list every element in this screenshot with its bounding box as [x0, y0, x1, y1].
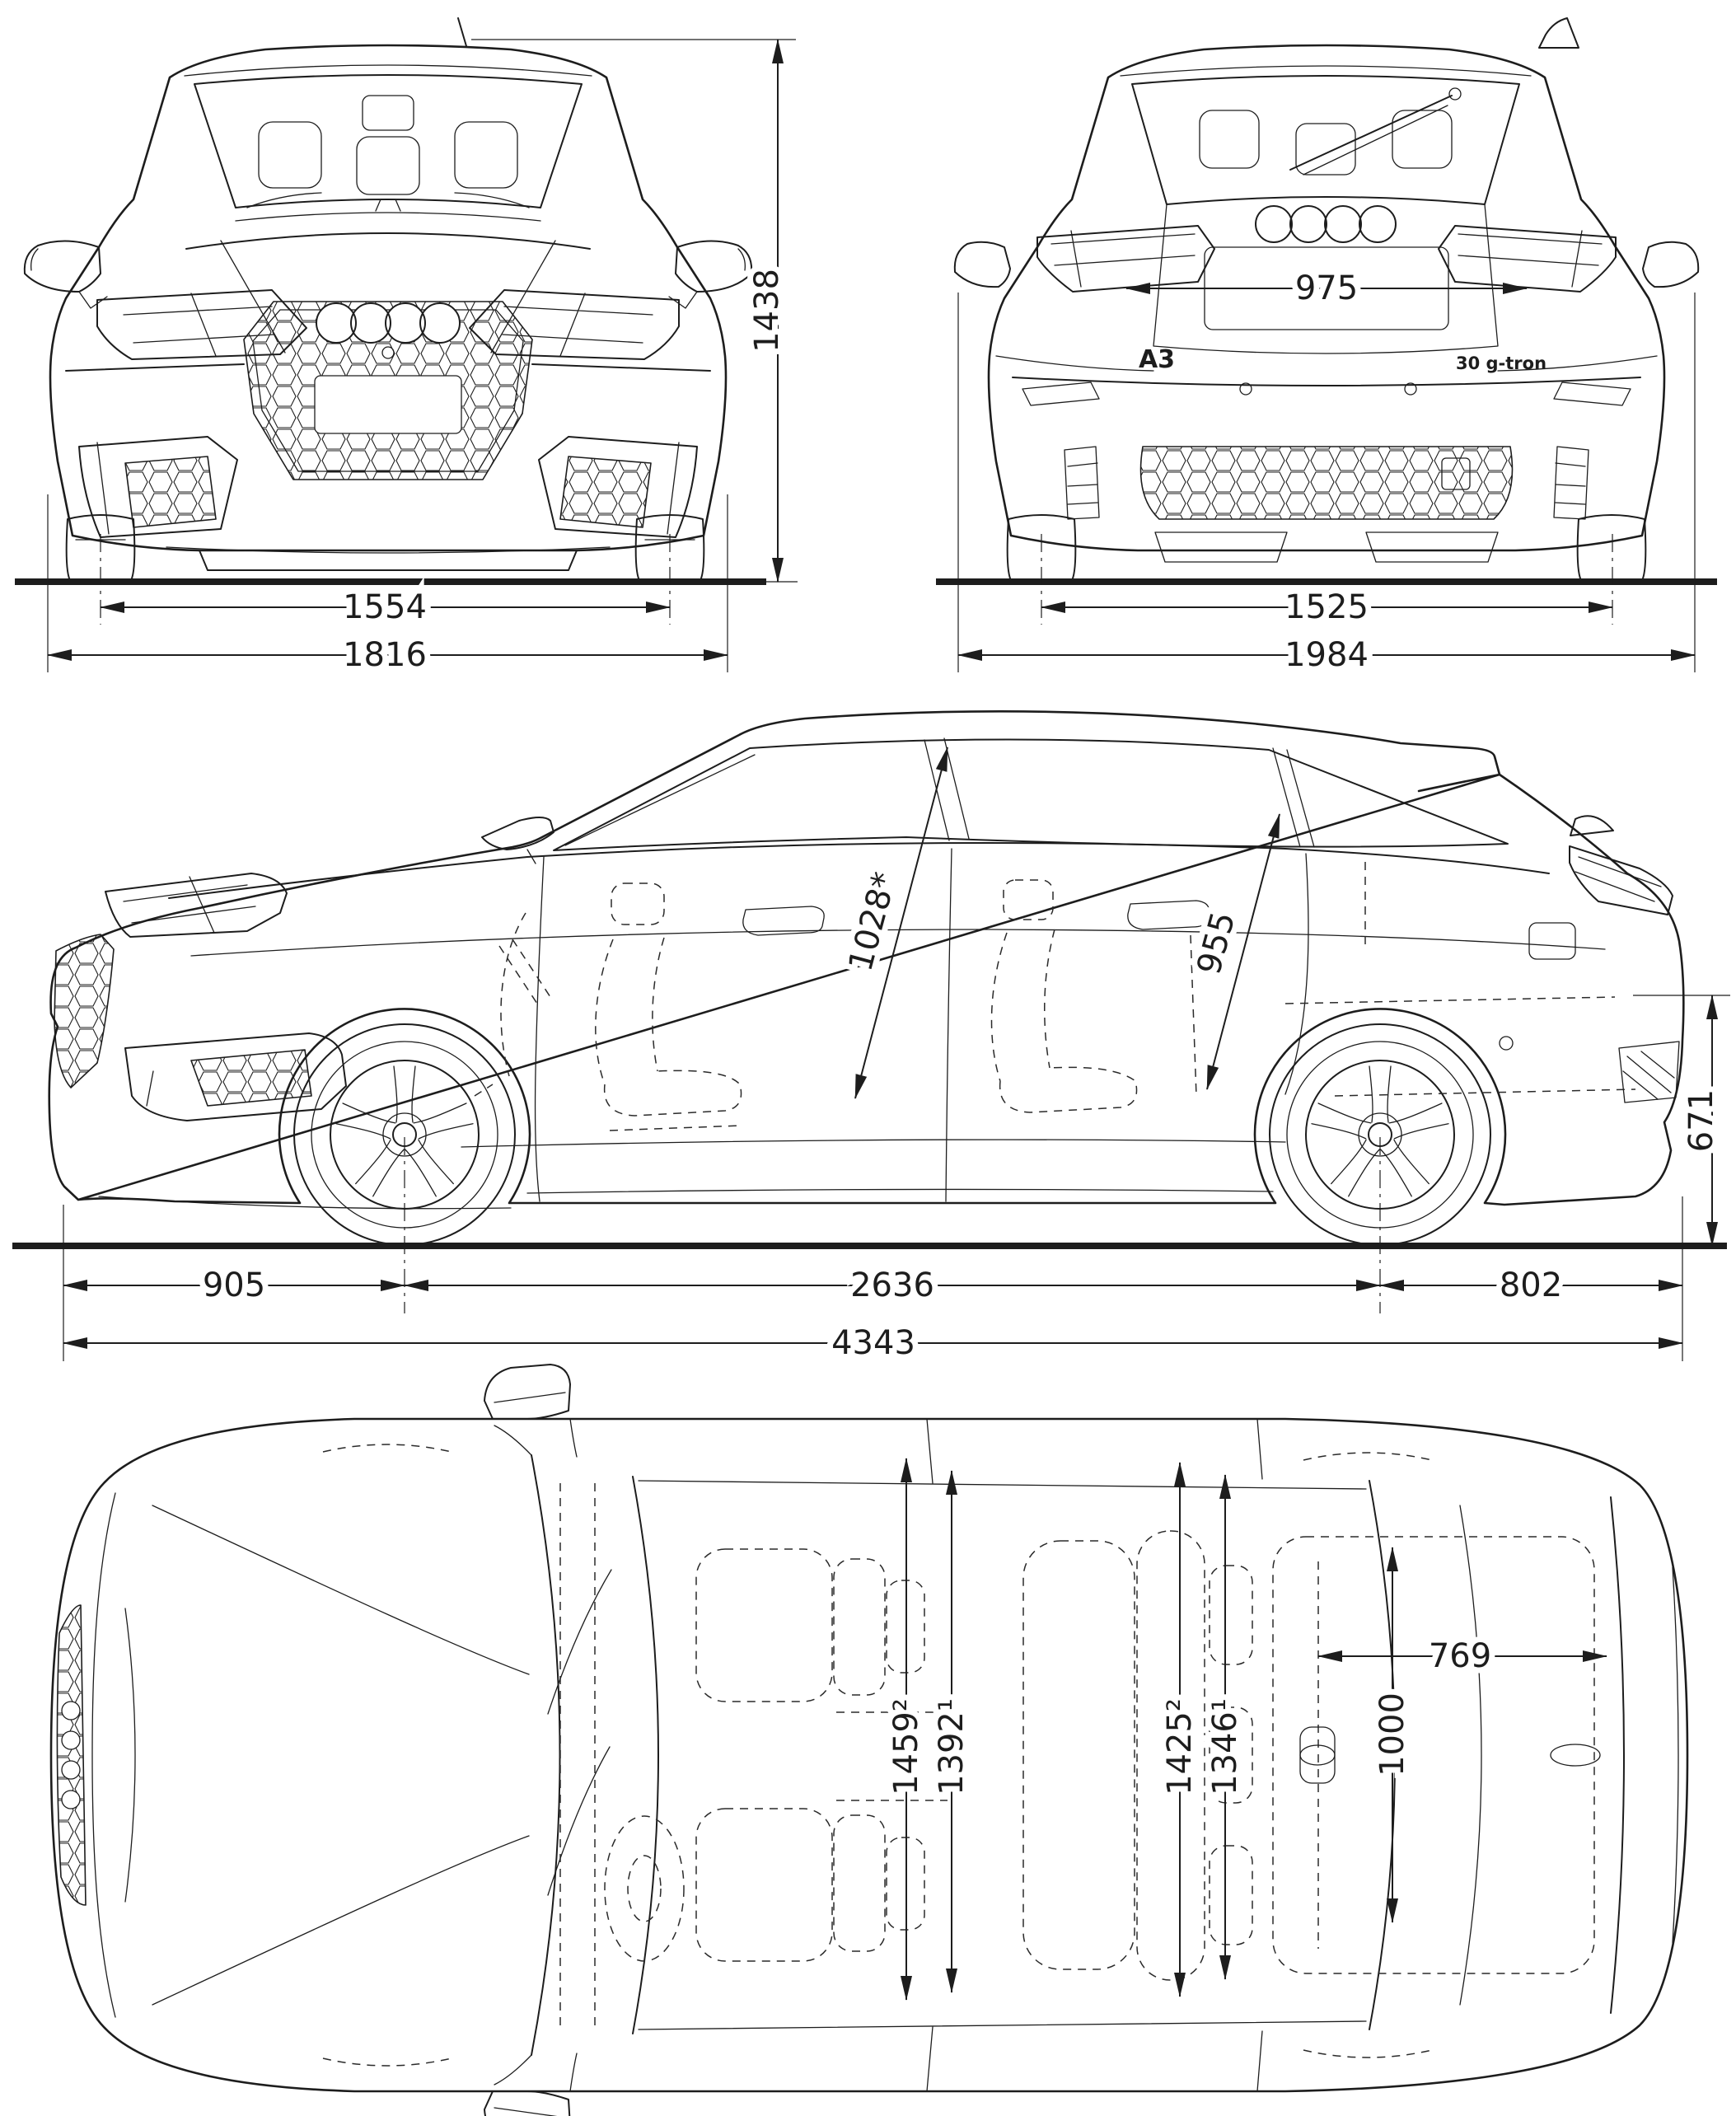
- rear-window: [1131, 75, 1520, 205]
- top-anchor-icon: [1299, 1726, 1336, 1784]
- front-grille: [243, 301, 533, 480]
- side-rear-bumper-vent: [1499, 1036, 1680, 1103]
- dim-front-width: 1816: [47, 494, 728, 680]
- audi-rings-icon: [316, 302, 461, 359]
- side-body-outline: [48, 710, 1685, 1206]
- dim-side-bottom: 905 2636 802 4343: [63, 1137, 1683, 1368]
- top-mirror-lower: [484, 2090, 571, 2116]
- audi-rings-icon: [61, 1701, 81, 1809]
- side-windows: [553, 737, 1509, 851]
- rear-mirror-left: [953, 241, 1011, 288]
- front-view: 1554 1816 1438: [15, 17, 798, 680]
- side-front-intake: [124, 1032, 347, 1121]
- dim-label-front-height: 1438: [748, 269, 786, 353]
- top-hood: [56, 1492, 530, 2018]
- dim-top-boot-width: 1000: [1368, 1547, 1417, 1923]
- top-view: 1459² 1392¹ 1425² 1346¹ 1000 769: [49, 1364, 1689, 2116]
- front-windshield: [194, 74, 583, 212]
- audi-rings-icon: [1255, 205, 1397, 243]
- dim-rear-overhang: 802: [1379, 1261, 1683, 1310]
- top-mirror-upper: [484, 1364, 571, 1420]
- dim-top-boot-length: 769: [1317, 1631, 1607, 1681]
- top-interior-dashed: [322, 1444, 1595, 2067]
- side-mirror: [481, 817, 554, 850]
- dim-label-rear-overhang: 802: [1500, 1266, 1562, 1304]
- front-cowl-line: [235, 212, 541, 222]
- dim-label-wheelbase: 2636: [850, 1266, 934, 1304]
- dim-top-front-width2: 1459²: [882, 1458, 931, 2001]
- dim-label-rear-headroom: 955: [1190, 908, 1242, 979]
- rear-bumper: [995, 355, 1658, 563]
- dim-label-front-overhang: 905: [203, 1266, 265, 1304]
- dim-label-rear-width: 1984: [1284, 636, 1369, 674]
- side-beltline: [168, 841, 1550, 899]
- dim-label-rear-track: 1525: [1284, 588, 1369, 626]
- rear-spoiler-edge: [1120, 65, 1532, 77]
- dim-label-boot-length: 769: [1429, 1637, 1491, 1675]
- side-taillight: [1569, 845, 1673, 915]
- dim-front-headroom: 1028*: [835, 747, 948, 1099]
- dim-wheelbase: 2636: [404, 1261, 1381, 1310]
- side-antenna-fin: [1570, 815, 1614, 836]
- dim-label-front-width1: 1392¹: [933, 1698, 971, 1795]
- dim-overall-length: 4343: [63, 1318, 1683, 1368]
- dim-front-height: 1438: [471, 39, 796, 583]
- dim-label-front-width2: 1459²: [887, 1698, 925, 1795]
- rear-taillight-left: [1036, 225, 1215, 293]
- front-bumper: [65, 363, 711, 571]
- side-fuel-flap: [1528, 922, 1576, 960]
- rear-view-wheels: [1006, 514, 1647, 583]
- side-grille: [54, 934, 115, 1088]
- side-view: 1028* 955 671 905 2636: [12, 710, 1730, 1368]
- dim-front-overhang: 905: [63, 1261, 405, 1310]
- dim-label-overall-length: 4343: [831, 1324, 915, 1362]
- rear-mirror-right: [1642, 241, 1700, 288]
- dim-top-rear-width2: 1425²: [1155, 1462, 1205, 1997]
- dim-rear-plate-width: 975: [1125, 264, 1528, 313]
- side-headlight: [105, 873, 288, 938]
- front-mirror-left: [23, 240, 108, 309]
- dim-rear-track: 1525: [1041, 534, 1613, 632]
- badge-model: A3: [1139, 345, 1175, 374]
- rear-taillight-right: [1438, 225, 1617, 293]
- dim-label-rear-sill-height: 671: [1682, 1089, 1720, 1152]
- dim-label-front-track: 1554: [343, 588, 427, 626]
- rear-body-outline: [987, 44, 1666, 552]
- front-roof-line: [184, 64, 592, 77]
- dim-label-rear-width2: 1425²: [1161, 1698, 1199, 1795]
- top-antenna-fin: [1550, 1744, 1601, 1767]
- dim-label-boot-width: 1000: [1373, 1692, 1411, 1777]
- dim-label-rear-width1: 1346¹: [1206, 1698, 1244, 1795]
- side-doors: [534, 848, 1576, 1202]
- dim-label-plate-width: 975: [1295, 269, 1358, 307]
- dim-rear-width: 1984: [957, 293, 1696, 680]
- dim-front-track: 1554: [100, 534, 671, 632]
- top-glass: [494, 1425, 1679, 2086]
- dim-label-front-width: 1816: [343, 636, 427, 674]
- front-mirror-right: [668, 240, 753, 309]
- side-rear-wheel: [1269, 1023, 1491, 1246]
- rear-view: 975 A3 30 g-tron: [936, 17, 1717, 680]
- dim-top-rear-width1: 1346¹: [1200, 1474, 1250, 1980]
- side-interior-dashed: [474, 862, 1636, 1131]
- front-body-outline: [49, 44, 728, 552]
- dim-rear-sill-height: 671: [1633, 995, 1730, 1247]
- dim-top-front-width1: 1392¹: [927, 1470, 976, 1993]
- front-hood-line: [185, 232, 591, 250]
- rear-antenna-fin: [1538, 17, 1579, 49]
- dim-label-front-headroom: 1028*: [841, 868, 904, 976]
- dim-rear-headroom: 955: [1184, 813, 1280, 1090]
- front-antenna: [457, 17, 467, 47]
- top-body-outline: [49, 1417, 1689, 2093]
- front-license-plate: [314, 375, 462, 434]
